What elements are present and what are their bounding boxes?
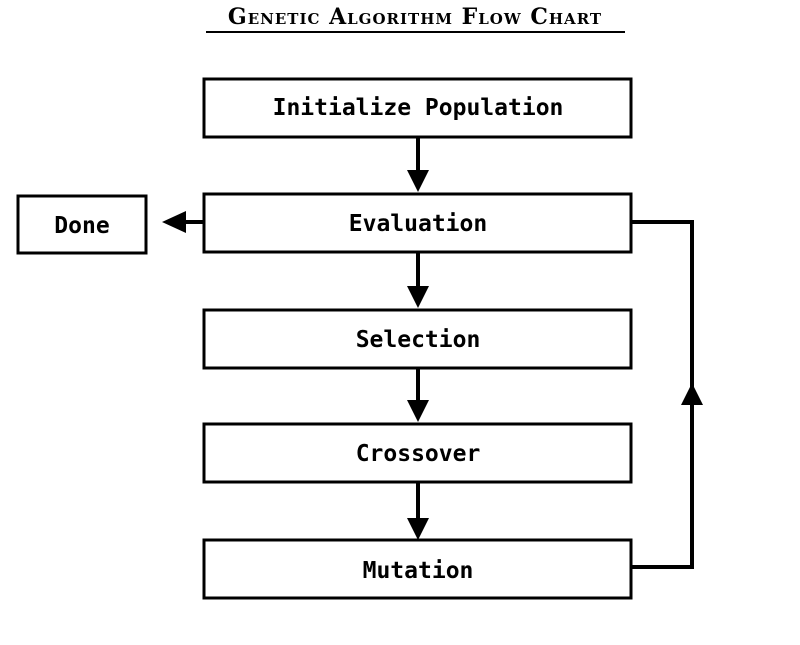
node-done-box [16, 194, 148, 255]
node-evaluation-box [202, 192, 633, 254]
chart-title: Genetic Algorithm Flow Chart [228, 4, 602, 30]
node-done-label: Done [54, 213, 109, 239]
node-evaluation-label: Evaluation [349, 211, 487, 237]
arrowhead-loop-up-icon [681, 383, 703, 405]
node-mutation-label: Mutation [363, 558, 474, 584]
arrowhead-selection-icon [407, 286, 429, 308]
arrowhead-evaluation-icon [407, 170, 429, 192]
node-crossover-box [202, 422, 633, 484]
arrowhead-crossover-icon [407, 400, 429, 422]
node-done: Done [16, 194, 148, 255]
node-initialize: Initialize Population [202, 77, 633, 139]
node-selection-box [202, 308, 633, 370]
node-initialize-box [202, 77, 633, 139]
edges [162, 138, 703, 569]
node-initialize-label: Initialize Population [273, 95, 564, 121]
node-evaluation: Evaluation [202, 192, 633, 254]
node-selection-label: Selection [356, 327, 481, 353]
edge-mutation-to-evaluation [632, 220, 694, 569]
arrowhead-done-icon [162, 211, 186, 233]
node-mutation-box [202, 538, 633, 600]
node-selection: Selection [202, 308, 633, 370]
node-crossover-label: Crossover [356, 441, 481, 467]
arrowhead-mutation-icon [407, 518, 429, 540]
node-crossover: Crossover [202, 422, 633, 484]
node-mutation: Mutation [202, 538, 633, 600]
